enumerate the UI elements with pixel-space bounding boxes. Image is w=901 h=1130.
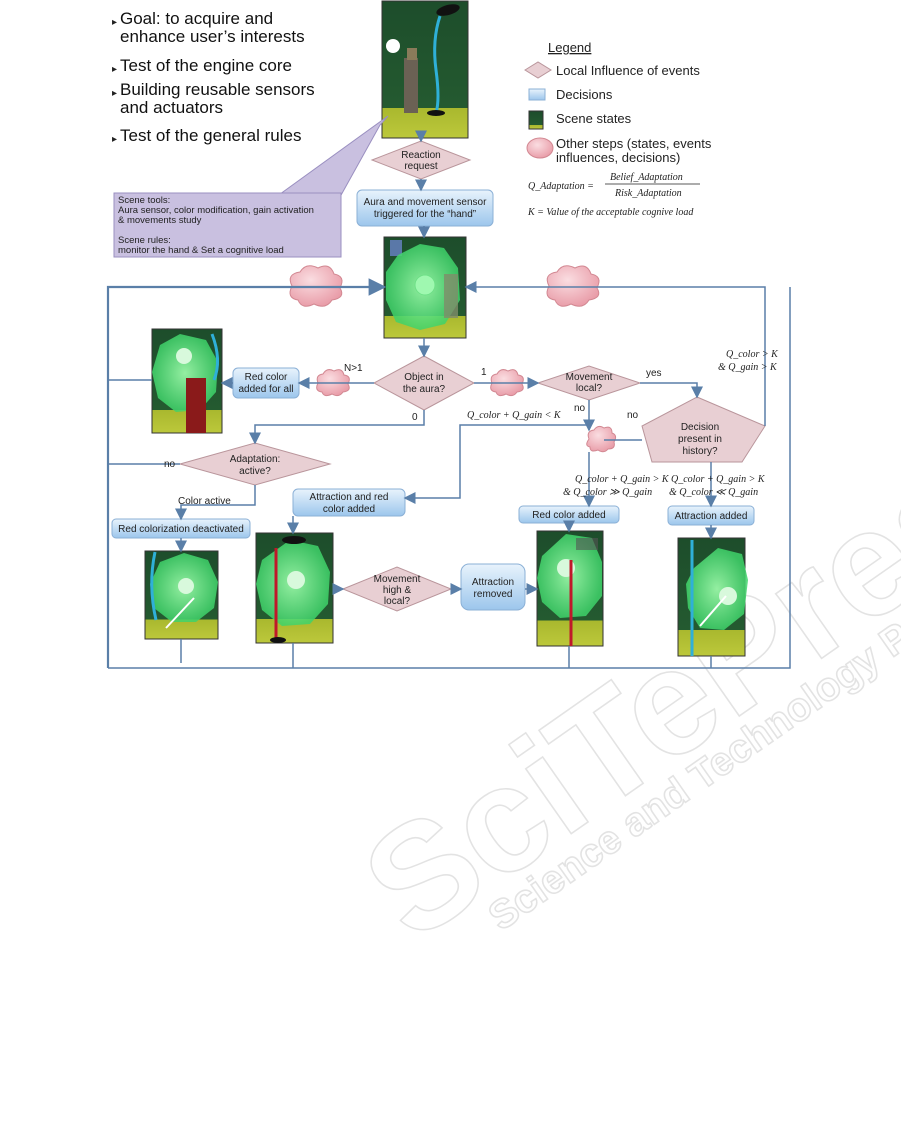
movement-local-diamond: Movement local? [536,365,642,401]
label-yes: yes [646,368,662,379]
bullet-icon: ▸ [112,17,117,28]
label-no-decision: no [627,410,639,421]
adaptation-active-line-2: active? [239,466,271,477]
movement-local-line-2: local? [576,383,603,394]
object-in-aura-diamond: Object in the aura? [372,355,476,411]
bullet-icon: ▸ [112,134,117,145]
note-line-5: Scene rules: [118,235,171,246]
label-attr-2: & Q_color ≪ Q_gain [669,487,758,498]
movement-local-line-1: Movement [566,372,613,383]
red-colorization-deactivated-decision: Red colorization deactivated [111,518,251,539]
legend-item-other-2: influences, decisions) [556,150,680,165]
goals-list: ▸ Goal: to acquire and enhance user’s in… [112,9,315,145]
legend-cloud-icon [526,137,554,159]
scene-state-initial [381,0,469,139]
adaptation-active-diamond: Adaptation: active? [178,442,332,486]
red-colorization-deactivated-label: Red colorization deactivated [118,524,244,535]
label-red-1: Q_color + Q_gain > K [575,474,670,485]
label-attr-1: Q_color + Q_gain > K [671,474,766,485]
connectors [106,130,791,669]
scene-state-red-all [151,328,223,434]
aura-sensor-line-2: triggered for the “hand” [374,209,476,220]
movement-high-local-line-1: Movement [374,574,421,585]
aura-sensor-decision: Aura and movement sensor triggered for t… [356,189,494,227]
note-line-3: & movements study [118,215,202,226]
bullet-icon: ▸ [112,64,117,75]
bullet-icon: ▸ [112,88,117,99]
attraction-removed-line-1: Attraction [472,577,514,588]
goal-line-2: enhance user’s interests [120,27,305,46]
attraction-removed-line-2: removed [474,589,513,600]
formula: Q_Adaptation = Belief_Adaptation Risk_Ad… [527,172,700,218]
decision-history-line-2: present in [678,434,722,445]
red-color-all-line-2: added for all [238,384,293,395]
scene-note: Scene tools: Aura sensor, color modifica… [113,115,389,258]
note-line-1: Scene tools: [118,195,170,206]
edge-labels: N>1 1 0 yes no no no Color active Q_colo… [164,349,779,507]
adaptation-active-line-1: Adaptation: [230,454,281,465]
formula-q: Q_Adaptation = [528,181,594,192]
red-color-all-decision: Red color added for all [232,367,300,399]
attraction-red-line-2: color added [323,504,375,515]
label-color-k-2: & Q_gain > K [718,362,778,373]
object-in-aura-line-1: Object in [404,372,443,383]
legend-item-influence: Local Influence of events [556,63,700,78]
label-red-2: & Q_color ≫ Q_gain [563,487,652,498]
goal-line-1: Goal: to acquire and [120,9,273,28]
decision-history-line-3: history? [682,446,717,457]
aura-sensor-line-1: Aura and movement sensor [364,197,488,208]
attraction-red-decision: Attraction and red color added [292,488,406,517]
label-n-gt-1: N>1 [344,363,363,374]
movement-high-local-diamond: Movement high & local? [341,566,453,612]
red-color-added-decision: Red color added [518,505,620,524]
goal-line-6: Test of the general rules [120,126,301,145]
movement-high-local-line-3: local? [384,596,411,607]
attraction-removed-decision: Attraction removed [460,563,526,611]
reaction-request-line-1: Reaction [401,150,440,161]
scene-state-central [383,236,467,339]
movement-high-local-line-2: high & [383,585,412,596]
formula-numerator: Belief_Adaptation [610,172,683,183]
legend-item-other-1: Other steps (states, events [556,136,712,151]
formula-denominator: Risk_Adaptation [614,188,682,199]
scene-state-attraction-red [255,532,334,644]
attraction-added-decision: Attraction added [667,505,755,526]
label-color-active: Color active [178,496,231,507]
legend-item-decisions: Decisions [556,87,613,102]
red-color-added-label: Red color added [532,510,605,521]
formula-k: K = Value of the acceptable cognive load [527,207,694,218]
attraction-red-line-1: Attraction and red [310,492,389,503]
reaction-request-line-2: request [404,161,438,172]
legend-title: Legend [548,40,591,55]
label-no-adaptation: no [164,459,176,470]
red-color-all-line-1: Red color [245,372,288,383]
label-one: 1 [481,367,487,378]
scene-state-attraction [677,537,748,657]
decision-history-pentagon: Decision present in history? [641,396,766,463]
scene-state-red-color [536,530,604,647]
goal-line-4: Building reusable sensors [120,80,315,99]
cloud-top-right [546,265,600,307]
goal-line-5: and actuators [120,98,223,117]
goal-line-3: Test of the engine core [120,56,292,75]
label-zero: 0 [412,412,418,423]
legend-scene-icon [528,110,544,130]
label-color-k-1: Q_color > K [726,349,779,360]
object-in-aura-line-2: the aura? [403,384,446,395]
reaction-request-diamond: Reaction request [370,140,472,180]
label-sum-lt-k: Q_color + Q_gain < K [467,410,562,421]
watermark: SciTePress Science and Technology Public… [334,375,901,972]
legend-diamond-icon [524,61,552,79]
note-line-6: monitor the hand & Set a cognitive load [118,245,284,256]
legend-decision-icon [528,88,546,101]
attraction-added-label: Attraction added [675,511,748,522]
note-line-2: Aura sensor, color modification, gain ac… [118,205,314,216]
label-no-movement: no [574,403,586,414]
scene-state-deactivated [144,550,219,640]
cloud-branch [586,425,617,453]
decision-history-line-1: Decision [681,422,719,433]
legend: Legend Local Influence of events Decisio… [524,40,712,165]
legend-item-scene: Scene states [556,111,632,126]
